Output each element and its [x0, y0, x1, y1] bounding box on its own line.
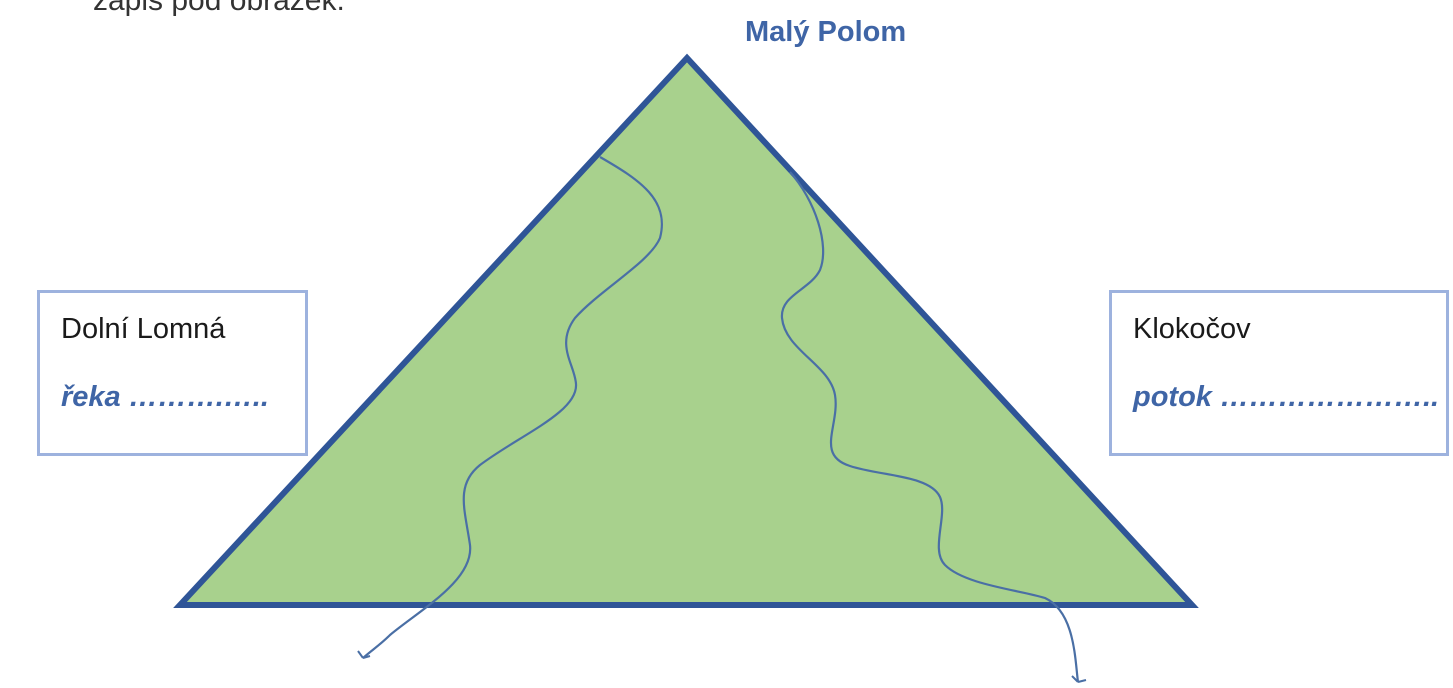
- left-label-box: Dolní Lomná řeka ……….…..: [37, 290, 308, 456]
- right-answer-blank: potok …………………..: [1133, 381, 1439, 414]
- right-place-name: Klokočov: [1133, 313, 1251, 346]
- right-river-end: [1072, 676, 1086, 682]
- left-answer-blank: řeka ……….…..: [61, 381, 269, 414]
- left-place-name: Dolní Lomná: [61, 313, 225, 346]
- mountain-shape: [180, 58, 1192, 605]
- right-label-box: Klokočov potok …………………..: [1109, 290, 1449, 456]
- peak-name: Malý Polom: [745, 16, 906, 49]
